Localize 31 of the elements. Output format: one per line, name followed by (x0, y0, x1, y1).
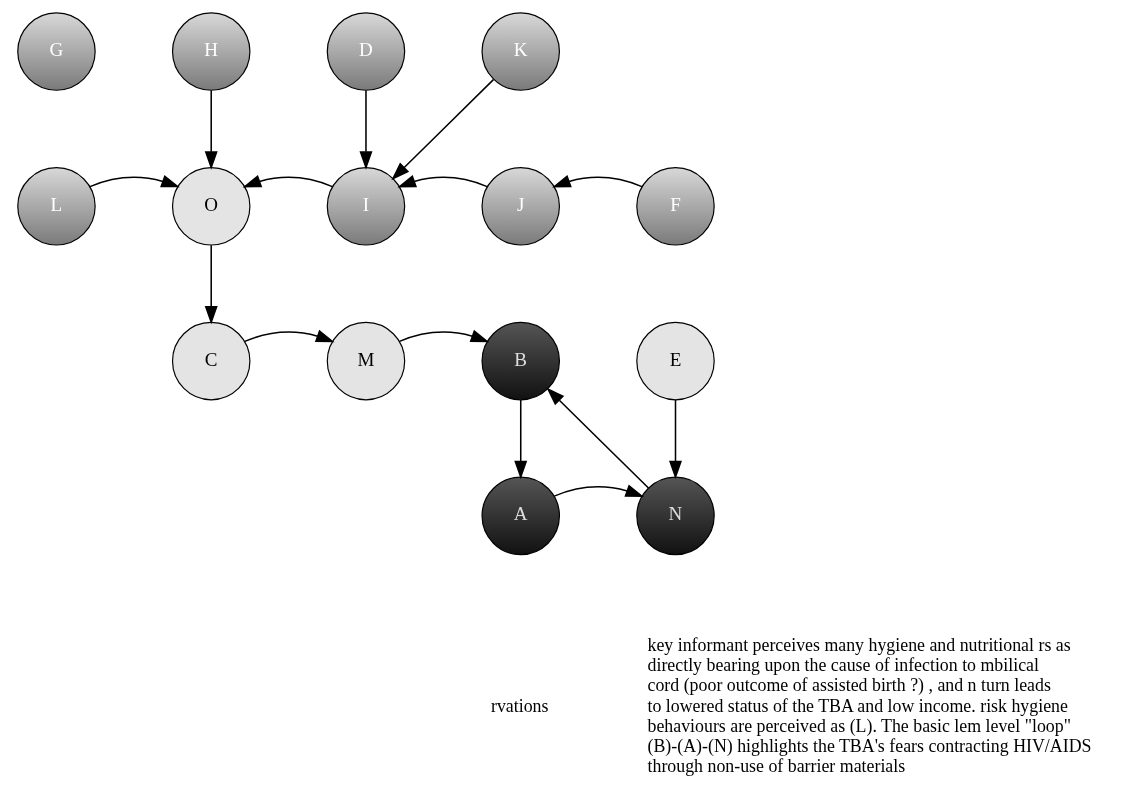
arrow (551, 175, 643, 188)
arrow (390, 78, 494, 181)
node-circle: G (16, 12, 96, 91)
label: rvations (490, 695, 548, 716)
node-circle: N (635, 476, 715, 556)
node-circle: E (635, 321, 715, 401)
arrow (358, 89, 372, 170)
node-circle: I (326, 167, 405, 246)
arrow (398, 329, 489, 343)
node-circle: D (326, 12, 405, 91)
arrow (242, 175, 333, 188)
node-circle: H (171, 12, 250, 91)
arrow (668, 399, 682, 480)
arrow (204, 89, 218, 170)
arrow (204, 244, 218, 325)
arrow (545, 387, 649, 489)
arrow (553, 484, 644, 497)
node-circle: M (326, 321, 405, 401)
node-circle: A (480, 476, 560, 556)
node-circle: L (16, 167, 96, 246)
arrow (88, 175, 180, 188)
node-circle: C (171, 321, 250, 401)
arrow (396, 175, 488, 188)
node-circle: J (480, 167, 560, 246)
node-circle: K (480, 12, 560, 91)
node-circle: O (171, 167, 250, 246)
node-circle: B (480, 321, 560, 401)
arrow (243, 329, 335, 343)
label: key informant perceives many hygiene and nutritional rs as directly bearing upon the cause of infection to mbilical cord (poor outcome of assisted birth ?) , and n turn leads to lowered status of the TBA and low income. risk hygiene behaviours are perceived as (L). The basic lem level "loop" (B)-(A)-(N) highlights the TBA's fears contracting HIV/AIDS through non-use of barrier materials (647, 634, 1091, 777)
arrow (513, 399, 527, 480)
node-circle: F (635, 167, 715, 246)
